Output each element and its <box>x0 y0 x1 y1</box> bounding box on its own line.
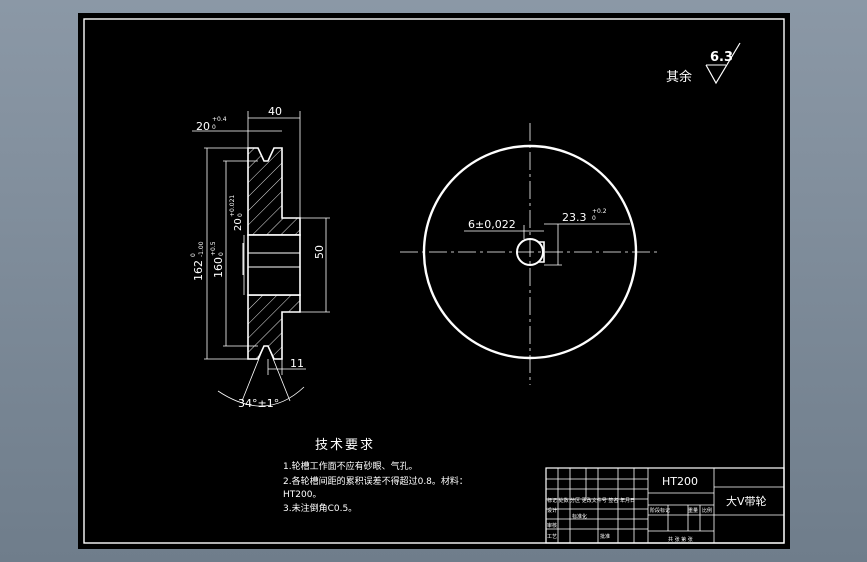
requirement-2-cont: HT200。 <box>283 490 321 500</box>
roughness-symbol-icon <box>705 42 741 85</box>
requirement-1: 1.轮槽工作面不应有砂眼、气孔。 <box>283 460 418 472</box>
requirement-3: 3.未注倒角C0.5。 <box>283 502 357 514</box>
front-view: 6±0,022 23.3 +0.2 0 <box>400 123 660 385</box>
requirement-2: 2.各轮槽间距的累积误差不得超过0.8。材料： <box>283 475 468 487</box>
dim-pitch-dia: 160 <box>212 257 225 278</box>
dim-key-width: 6±0,022 <box>468 218 516 231</box>
svg-text:重量: 重量 <box>688 507 698 514</box>
title-block-text: HT200 大V带轮 标记 处数 分区 更改文件号 签名 年月日 设计 标准化 … <box>547 475 767 543</box>
roughness-note: 其余 6.3 <box>666 42 741 85</box>
svg-text:设计: 设计 <box>547 507 557 514</box>
svg-text:0: 0 <box>218 252 225 256</box>
dim-groove-width: 20 <box>196 120 210 133</box>
title-block <box>545 467 785 544</box>
keyway <box>538 241 545 263</box>
dim-hub-depth: 11 <box>290 357 304 370</box>
svg-text:批准: 批准 <box>600 533 610 540</box>
requirements-title: 技术要求 <box>315 438 375 453</box>
svg-text:标记 处数 分区 更改文件号 签名 年月日: 标记 处数 分区 更改文件号 签名 年月日 <box>547 497 635 504</box>
svg-text:0: 0 <box>592 215 596 222</box>
svg-text:-1.00: -1.00 <box>198 241 205 257</box>
svg-text:共 张 第 张: 共 张 第 张 <box>668 536 693 543</box>
svg-text:审核: 审核 <box>547 522 557 529</box>
svg-text:标准化: 标准化 <box>572 513 587 520</box>
dim-outer-dia: 162 <box>192 260 205 281</box>
svg-text:+0.2: +0.2 <box>592 208 607 215</box>
dim-groove-angle: 34°±1° <box>238 397 279 410</box>
svg-text:工艺: 工艺 <box>547 534 557 540</box>
dim-hub-dia: 50 <box>313 245 326 259</box>
svg-text:阶段标记: 阶段标记 <box>650 507 670 514</box>
drawing-sheet: 其余 6.3 40 20 +0.4 0 <box>78 13 790 549</box>
dim-bore: 20 <box>233 218 244 231</box>
svg-text:+0.4: +0.4 <box>212 116 227 123</box>
svg-text:+0.5: +0.5 <box>210 241 217 256</box>
svg-text:+0.021: +0.021 <box>229 195 236 217</box>
dim-key-depth: 23.3 <box>562 211 587 224</box>
technical-requirements: 技术要求 1.轮槽工作面不应有砂眼、气孔。 2.各轮槽间距的累积误差不得超过0.… <box>283 438 468 514</box>
svg-text:0: 0 <box>190 253 197 257</box>
material-label: HT200 <box>662 475 698 488</box>
bore-section <box>247 234 301 296</box>
svg-text:0: 0 <box>212 124 216 131</box>
svg-text:比例: 比例 <box>702 507 712 514</box>
drawing-frame <box>83 18 785 544</box>
section-view: 40 20 +0.4 0 162 0 -1.00 160 +0.5 0 20 +… <box>190 105 330 410</box>
cad-drawing: 其余 6.3 40 20 +0.4 0 <box>83 18 785 544</box>
bore-circle <box>516 238 544 266</box>
dim-width: 40 <box>268 105 282 118</box>
svg-text:0: 0 <box>237 213 244 217</box>
section-lower-half <box>247 294 301 360</box>
surface-note-text: 其余 <box>666 69 692 85</box>
roughness-value: 6.3 <box>710 50 733 65</box>
part-name: 大V带轮 <box>726 494 767 508</box>
